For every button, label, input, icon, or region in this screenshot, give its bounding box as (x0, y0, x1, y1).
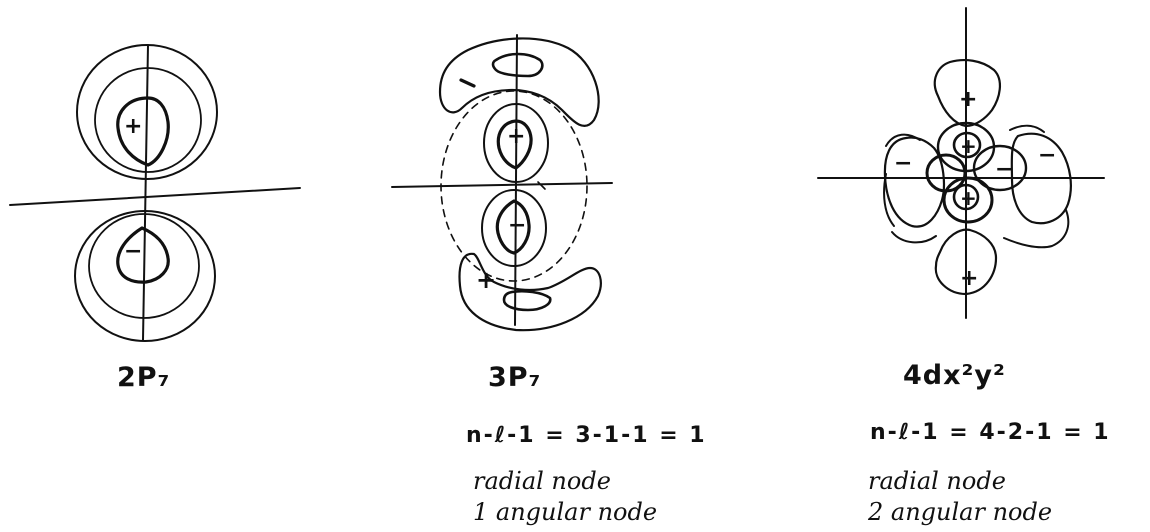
axis-vertical (514, 34, 518, 326)
outer-contour (883, 124, 1070, 249)
sign-minus-inner-right: − (995, 157, 1013, 182)
orbital-3pz: − + − + (391, 34, 613, 332)
formula-3pz: n-ℓ-1 = 3-1-1 = 1 (466, 423, 707, 448)
outer-lobe-lower-inner (502, 289, 552, 312)
note-4d-angular: 2 angular node (868, 498, 1053, 526)
outer-lobe-left (883, 136, 945, 228)
inner-lobe-lower-outer (481, 189, 547, 267)
outer-lobe-lower (458, 252, 602, 332)
sign-plus-outer-bottom: + (960, 266, 978, 291)
inner-lobe-bottom-core (952, 183, 980, 211)
outer-lobe-bottom (934, 228, 998, 296)
contour-inner-upper (116, 96, 170, 167)
note-4d-radial: radial node (868, 467, 1006, 495)
formula-4dx2y2: n-ℓ-1 = 4-2-1 = 1 (870, 420, 1111, 445)
outer-lobe-right (1010, 132, 1072, 225)
outer-lobe-upper (438, 37, 600, 127)
contour-inner-lower (116, 226, 170, 284)
node-tick (537, 181, 546, 190)
contour-middle-upper (94, 67, 202, 173)
sign-plus-inner-upper: + (507, 124, 525, 149)
contour-outer-upper (76, 44, 218, 180)
orbital-label-2pz: 2P₇ (117, 362, 171, 393)
inner-lobe-lower-core (495, 199, 531, 255)
orbital-2pz: + − (9, 44, 301, 342)
contour-outer-lower (74, 210, 216, 342)
orbital-label-3pz: 3P₇ (488, 362, 542, 393)
sign-minus-inner-lower: − (508, 213, 526, 238)
sign-plus-outer-lower: + (476, 266, 496, 294)
sign-minus-outer-right: − (1038, 143, 1056, 168)
sign-plus-outer-top: + (959, 87, 977, 112)
minus-mark-upper (459, 78, 476, 88)
outer-lobe-upper-inner (491, 52, 544, 78)
orbital-4dx2y2: + + − − + + − − (817, 7, 1105, 319)
sign-plus-upper: + (124, 114, 142, 139)
axis-horizontal (9, 187, 301, 206)
axis-vertical (142, 44, 149, 341)
inner-lobe-upper-outer (483, 103, 549, 183)
note-3pz-radial: radial node (473, 467, 611, 495)
inner-lobe-upper-core (496, 119, 533, 170)
outer-lobe-top (933, 59, 1001, 128)
axis-horizontal (391, 182, 613, 188)
contour-middle-lower (88, 213, 200, 319)
sign-minus-outer-left: − (894, 151, 912, 176)
inner-lobe-top-core (952, 131, 982, 159)
orbital-label-4dx2y2: 4dx²y² (903, 360, 1006, 391)
note-3pz-angular: 1 angular node (473, 498, 658, 526)
sign-minus-lower: − (124, 239, 142, 264)
inner-lobe-right (972, 144, 1028, 192)
sign-plus-inner-top: + (960, 134, 977, 158)
inner-lobe-bottom (942, 176, 994, 224)
sign-plus-inner-bottom: + (960, 186, 977, 210)
